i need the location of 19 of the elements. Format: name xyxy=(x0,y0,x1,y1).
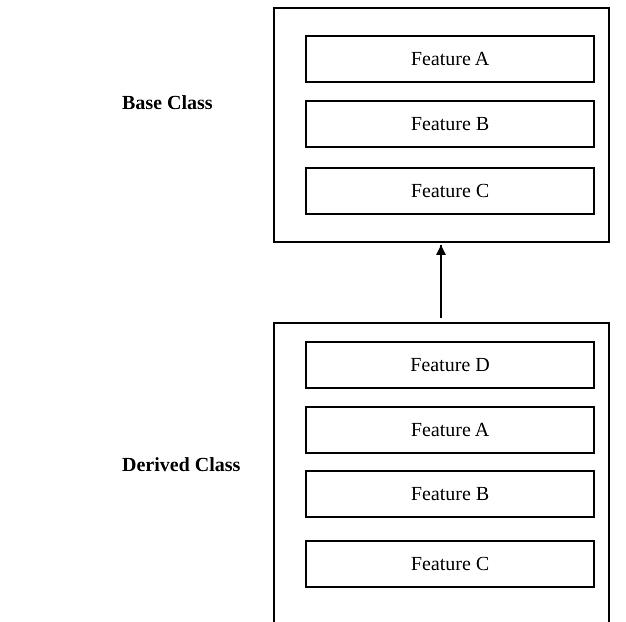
feature-label: Feature D xyxy=(410,354,490,376)
feature-box xyxy=(305,100,595,148)
feature-box xyxy=(305,406,595,454)
arrow xyxy=(436,245,446,318)
feature-label: Feature B xyxy=(410,112,490,136)
class-label: Derived Class xyxy=(122,454,240,477)
class-box xyxy=(273,7,610,243)
class-box xyxy=(273,322,610,622)
feature-label: Feature B xyxy=(410,482,490,506)
feature-label: Feature A xyxy=(410,418,490,442)
feature-label: Feature A xyxy=(410,48,490,70)
class-label: Base Class xyxy=(122,92,213,115)
feature-box xyxy=(305,35,595,83)
feature-label: Feature C xyxy=(410,552,490,576)
feature-box xyxy=(305,470,595,518)
feature-box xyxy=(305,167,595,215)
feature-box xyxy=(305,341,595,389)
feature-box xyxy=(305,540,595,588)
feature-label: Feature C xyxy=(410,180,490,202)
